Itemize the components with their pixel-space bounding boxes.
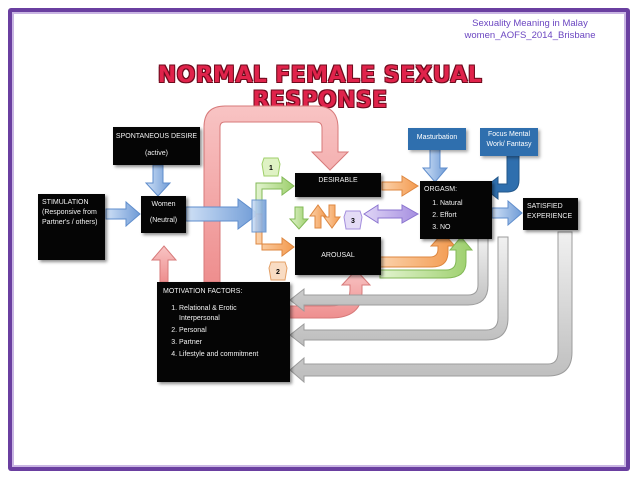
motivation-list: Relational & Erotic Interpersonal Person…	[163, 304, 284, 360]
spontaneous-desire-box: SPONTANEOUS DESIRE (active)	[113, 127, 200, 165]
badge-1: 1	[261, 157, 281, 177]
women-sub: (Neutral)	[149, 217, 178, 224]
blue-orgasm-satisfied-arrow	[491, 199, 523, 227]
focus-text: Focus Mental Work/ Fantasy	[486, 131, 532, 148]
stimulation-text: STIMULATION (Responsive from Partner's /…	[42, 199, 98, 226]
focus-box: Focus Mental Work/ Fantasy	[480, 128, 538, 156]
spontaneous-desire-sub: (active)	[145, 150, 168, 157]
badge-2-label: 2	[276, 269, 280, 276]
masturbation-text: Masturbation	[416, 134, 458, 141]
violet-double-arrow	[363, 204, 420, 224]
desirable-box: DESIRABLE	[295, 173, 381, 197]
orgasm-item: Effort	[440, 211, 488, 221]
motivation-item: Lifestyle and commitment	[179, 350, 284, 360]
grey-return-arrow-1	[289, 236, 489, 313]
motivation-title: MOTIVATION FACTORS:	[163, 288, 243, 295]
orange-up-arrow-1	[309, 204, 327, 229]
orgasm-title: ORGASM:	[424, 186, 458, 193]
stimulation-box: STIMULATION (Responsive from Partner's /…	[38, 194, 105, 260]
badge-3: 3	[343, 210, 363, 230]
blue-masturbation-arrow	[421, 148, 449, 183]
blue-women-arrow	[185, 198, 259, 230]
orgasm-box: ORGASM: Natural Effort NO	[420, 181, 492, 239]
women-title: Women	[151, 201, 176, 208]
blue-down-arrow	[144, 164, 172, 197]
badge-3-label: 3	[351, 218, 355, 225]
orange-desirable-orgasm-arrow	[381, 175, 419, 197]
desirable-text: DESIRABLE	[318, 177, 358, 184]
credit-text: Sexuality Meaning in Malay women_AOFS_20…	[440, 18, 620, 42]
motivation-box: MOTIVATION FACTORS: Relational & Erotic …	[157, 282, 290, 382]
orange-down-arrow-1	[323, 204, 341, 229]
orange-arousal-orgasm-arrow	[379, 232, 457, 268]
pink-loop-arrow	[203, 105, 350, 283]
green-down-arrow	[288, 206, 310, 230]
orgasm-list: Natural Effort NO	[424, 199, 488, 233]
satisfied-text: SATISFIED EXPERIENCE	[527, 203, 573, 220]
satisfied-box: SATISFIED EXPERIENCE	[523, 198, 578, 230]
blue-focus-arrow	[483, 151, 520, 201]
credit-line-2: women_AOFS_2014_Brisbane	[464, 30, 596, 41]
arousal-box: AROUSAL	[295, 237, 381, 275]
motivation-item: Relational & Erotic Interpersonal	[179, 304, 259, 324]
motivation-item: Partner	[179, 338, 284, 348]
arousal-text: AROUSAL	[321, 252, 355, 259]
credit-line-1: Sexuality Meaning in Malay	[472, 18, 588, 29]
grey-return-arrow-2	[289, 236, 509, 348]
pink-up-arrow	[150, 245, 178, 283]
masturbation-box: Masturbation	[408, 128, 466, 150]
grey-return-arrow-3	[289, 231, 573, 384]
badge-1-label: 1	[269, 165, 273, 172]
orgasm-item: Natural	[440, 199, 488, 209]
women-box: Women (Neutral)	[141, 196, 186, 233]
badge-2: 2	[268, 261, 288, 281]
motivation-item: Personal	[179, 326, 284, 336]
blue-stim-arrow	[105, 200, 141, 228]
spontaneous-desire-title: SPONTANEOUS DESIRE	[115, 133, 198, 140]
orgasm-item: NO	[440, 223, 488, 233]
blue-split-bar	[251, 199, 267, 233]
green-arousal-orgasm-arrow	[379, 236, 474, 279]
